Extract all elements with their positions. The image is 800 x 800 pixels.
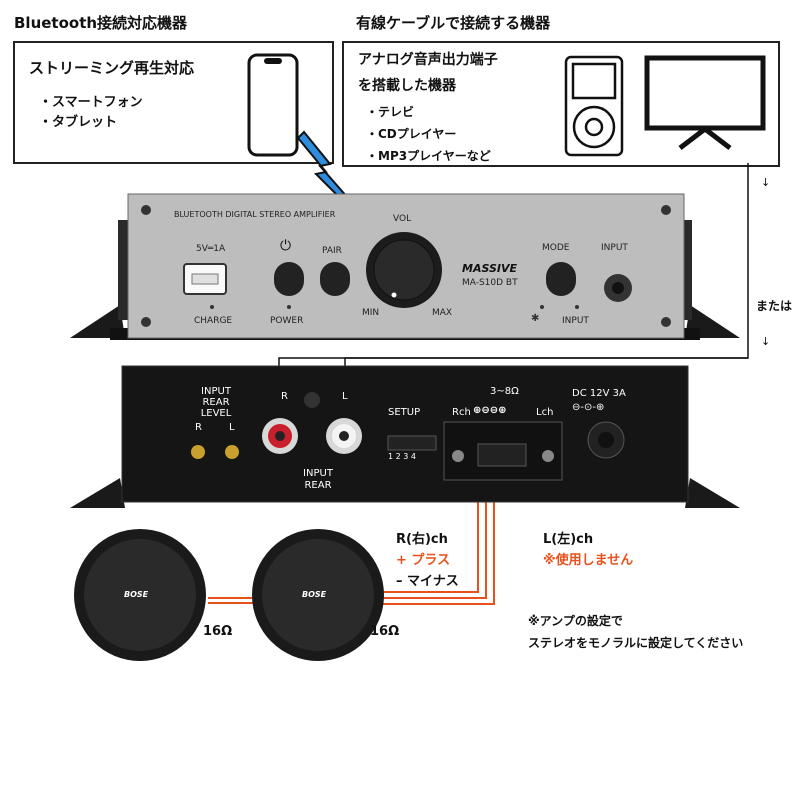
pair-label: PAIR [322,246,342,256]
wiring-rch-label: R(右)ch [396,532,448,547]
rch-label: Rch [452,407,471,418]
input-rear-label: INPUT REAR [303,468,333,491]
bluetooth-icon: ✱ [531,313,540,324]
wired-box-title-line1: アナログ音声出力端子 [358,52,498,68]
level-l-label: L [229,422,235,433]
speaker-left-impedance: 16Ω [203,624,233,639]
wired-item-mp3: ・MP3プレイヤーなど [366,149,491,163]
impedance-label: 3~8Ω [490,386,519,397]
rca-r-label: R [281,391,288,402]
wired-item-cd: ・CDプレイヤー [366,127,457,141]
amplifier-front-panel [70,193,740,340]
dc-polarity-icon: ⊖-⊙-⊕ [572,402,605,413]
input-rear-level-label: INPUT REAR LEVEL [200,386,232,419]
bluetooth-devices-header: Bluetooth接続対応機器 [14,14,188,32]
note-line2: ステレオをモノラルに設定してください [528,636,744,650]
wired-devices-box: アナログ音声出力端子 を搭載した機器 ・テレビ ・CDプレイヤー ・MP3プレイ… [342,41,780,167]
bt-box-title: ストリーミング再生対応 [29,59,195,77]
vol-max-label: MAX [432,308,453,318]
speakers [74,529,384,661]
wired-item-tv: ・テレビ [366,105,415,119]
or-label: または [756,299,793,313]
amplifier-rear-panel [70,365,740,508]
model-label: MA-S10D BT [462,278,518,288]
level-r-label: R [195,422,202,433]
note-line1: ※アンプの設定で [528,614,623,628]
charge-label: CHARGE [194,316,233,326]
lch-label: Lch [536,407,554,418]
wiring-unused-label: ※使用しません [543,553,634,568]
wiring-lch-label: L(左)ch [543,532,594,547]
input-bottom-label: INPUT [562,316,589,326]
wiring-plus-label: + プラス [396,553,451,568]
terminal-polarity-icons: ⊕⊖⊖⊕ [473,405,507,416]
bt-item-tablet: ・タブレット [39,115,118,130]
rca-l-label: L [342,391,348,402]
brand-logo: MASSIVE [462,262,518,275]
setup-label: SETUP [388,407,421,418]
dip-numbers: 1 2 3 4 [388,452,416,461]
usb-rating-label: 5V═1A [196,244,226,254]
mode-label: MODE [542,243,570,253]
wiring-minus-label: – マイナス [396,574,459,589]
input-top-label: INPUT [601,243,628,253]
bluetooth-devices-box: ストリーミング再生対応 ・スマートフォン ・タブレット [13,41,334,164]
speaker-right-impedance: 16Ω [370,624,400,639]
bt-item-smartphone: ・スマートフォン [39,95,143,110]
wired-devices-header: 有線ケーブルで接続する機器 [356,14,551,32]
speaker-left-logo: BOSE [124,590,149,599]
wired-box-title-line2: を搭載した機器 [358,78,456,94]
power-label: POWER [270,316,304,326]
vol-label: VOL [393,214,412,224]
front-panel-model-text: BLUETOOTH DIGITAL STEREO AMPLIFIER [174,210,336,219]
smartphone-icon [247,53,299,157]
tv-icon [644,55,766,150]
svg-text:↓: ↓ [761,335,770,348]
vol-min-label: MIN [362,308,380,318]
svg-text:↓: ↓ [761,176,770,189]
music-player-icon [564,55,624,157]
dc-label: DC 12V 3A [572,388,626,399]
speaker-right-logo: BOSE [302,590,327,599]
power-icon: ⏻ [280,238,292,254]
